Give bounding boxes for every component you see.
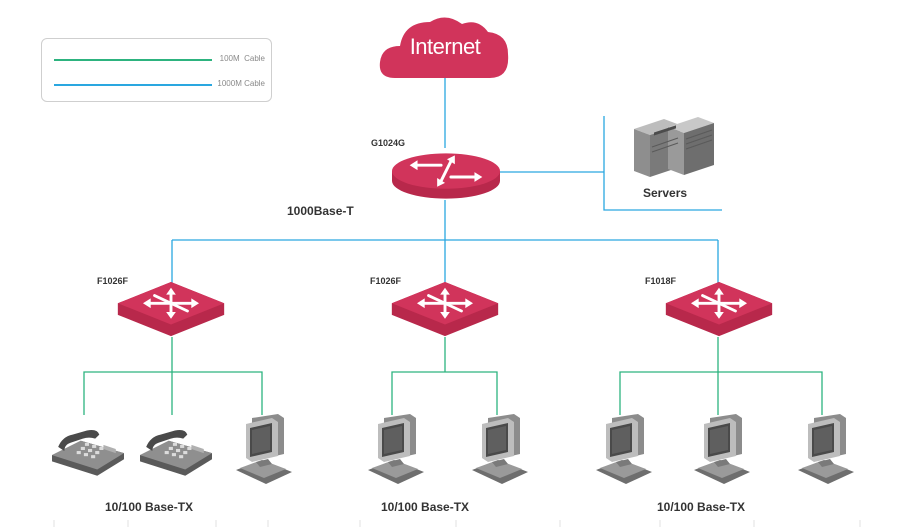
core-switch-label: G1024G [371, 138, 406, 148]
ip-phone-icon [52, 429, 124, 476]
access-switch-1-label: F1026F [97, 276, 129, 286]
core-switch-icon [392, 151, 500, 201]
computer-icon [694, 414, 750, 484]
access-switch-1-icon [116, 282, 226, 338]
cables-100m [83, 337, 823, 415]
bottom-ticks [53, 520, 861, 527]
group-3-label: 10/100 Base-TX [657, 500, 746, 514]
internet-label: Internet [409, 34, 481, 59]
servers-icon [634, 116, 714, 178]
computer-icon [596, 414, 652, 484]
group-1-label: 10/100 Base-TX [105, 500, 194, 514]
legend-label-1000m: 1000M Cable [217, 79, 265, 88]
legend-label-100m: 100M Cable [219, 54, 265, 63]
legend: 100M Cable 1000M Cable [41, 38, 272, 102]
internet-cloud [379, 17, 509, 79]
computer-icon [368, 414, 424, 484]
computer-icon [798, 414, 854, 484]
legend-line-1000m [54, 84, 212, 86]
computer-icon [472, 414, 528, 484]
computer-icon [236, 414, 292, 484]
ip-phone-icon [140, 429, 212, 476]
legend-line-100m [54, 59, 212, 61]
access-switch-2-label: F1026F [370, 276, 402, 286]
servers-label: Servers [643, 186, 688, 200]
uplink-label: 1000Base-T [287, 204, 354, 218]
group-2-label: 10/100 Base-TX [381, 500, 470, 514]
cable-servers-rack [603, 116, 722, 211]
access-switch-3-icon [664, 282, 774, 338]
access-switch-3-label: F1018F [645, 276, 677, 286]
access-switch-2-icon [390, 282, 500, 338]
cables-1000m [171, 78, 722, 288]
